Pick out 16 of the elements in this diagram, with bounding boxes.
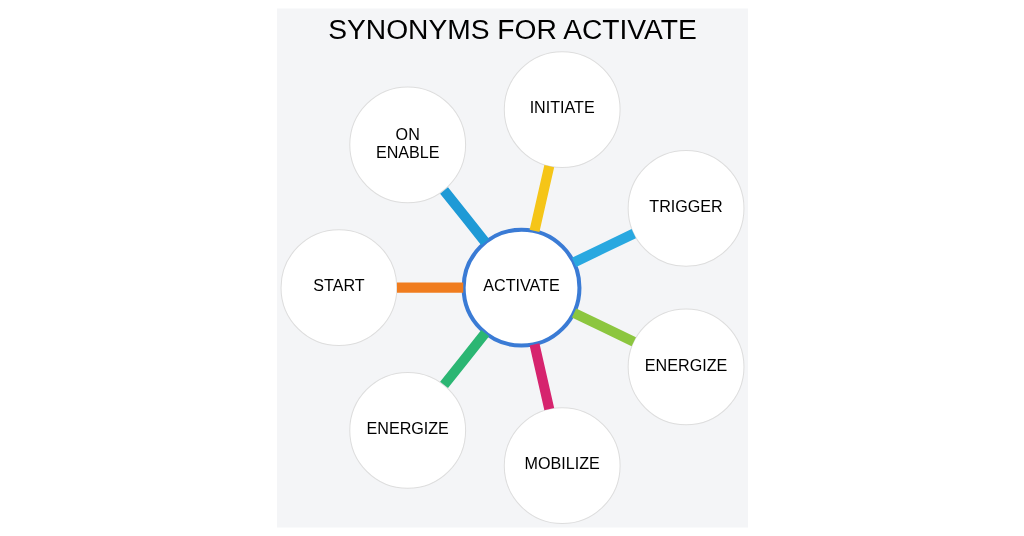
node-circle: INITIATE xyxy=(503,51,621,169)
node-circle: ON ENABLE xyxy=(348,86,466,204)
connector xyxy=(529,165,554,232)
connector xyxy=(439,187,489,246)
connector xyxy=(571,308,636,347)
node-circle: START xyxy=(280,229,397,347)
connector xyxy=(396,282,463,293)
connector xyxy=(529,343,554,411)
node-circle: TRIGGER xyxy=(627,150,744,267)
connector xyxy=(571,229,636,267)
node-circle: MOBILIZE xyxy=(503,407,621,525)
node-circle: ENERGIZE xyxy=(627,308,744,426)
node-circle: ACTIVATE xyxy=(461,227,581,348)
node-circle: ENERGIZE xyxy=(348,372,466,489)
diagram-title: SYNONYMS FOR ACTIVATE xyxy=(327,13,697,46)
connector xyxy=(439,330,489,388)
